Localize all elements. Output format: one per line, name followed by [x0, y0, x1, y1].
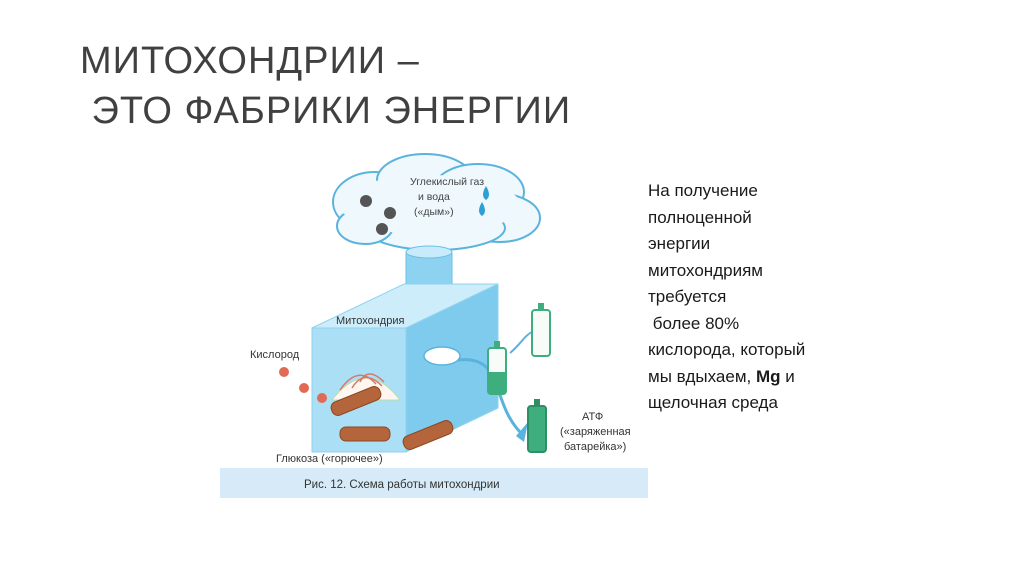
body-text: На получение полноценной энергии митохон… — [648, 178, 878, 417]
title-line-2: ЭТО ФАБРИКИ ЭНЕРГИИ — [80, 90, 572, 132]
co2-dot — [360, 195, 372, 207]
glucose-logs — [330, 386, 454, 450]
mitochondrion-box — [311, 283, 499, 453]
body-text-part2: и щелочная среда — [648, 366, 795, 413]
charge-arrow — [509, 331, 533, 354]
oxygen-dot — [279, 367, 289, 377]
atp-label-line1: АТФ — [582, 411, 603, 423]
battery-full-icon — [527, 399, 547, 453]
cloud-label-line1: Углекислый газ — [410, 176, 484, 188]
water-drop-icon — [479, 202, 485, 216]
slide-title: МИТОХОНДРИИ – ЭТО ФАБРИКИ ЭНЕРГИИ — [80, 36, 571, 136]
cloud-label-line3: («дым») — [414, 206, 454, 218]
mitochondria-diagram: Рис. 12. Схема работы митохондрии Углеки… — [220, 150, 648, 500]
oxygen-dot — [299, 383, 309, 393]
body-text-part1: На получение полноценной энергии митохон… — [648, 181, 806, 386]
title-line-1: МИТОХОНДРИИ – — [80, 40, 420, 82]
atp-label-line2: («заряженная — [560, 426, 631, 438]
battery-empty-icon — [531, 303, 551, 357]
cloud-label-line2: и вода — [418, 191, 450, 203]
co2-dot — [376, 223, 388, 235]
glucose-label: Глюкоза («горючее») — [276, 453, 383, 465]
battery-half-icon — [487, 341, 507, 395]
mg-bold: Mg — [755, 366, 781, 386]
atp-label-line3: батарейка») — [564, 441, 626, 453]
caption-strip — [220, 468, 648, 498]
oxygen-label: Кислород — [250, 349, 300, 361]
oxygen-dot — [317, 393, 327, 403]
co2-dot — [384, 207, 396, 219]
figure-caption: Рис. 12. Схема работы митохондрии — [304, 479, 500, 491]
water-drop-icon — [483, 186, 489, 200]
mitochondrion-label: Митохондрия — [336, 315, 404, 327]
